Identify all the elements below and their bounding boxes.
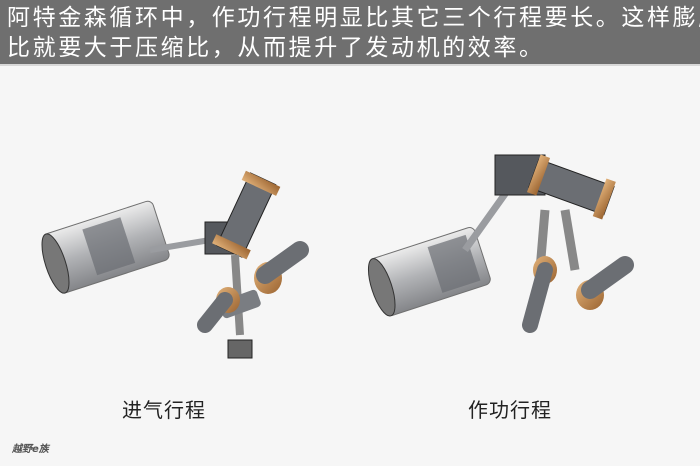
power-stroke-illustration [367, 154, 634, 333]
caption-banner: 阿特金森循环中，作功行程明显比其它三个行程要长。这样膨胀 比就要大于压缩比，从而… [0, 0, 700, 66]
power-stroke-caption: 作功行程 [468, 398, 552, 422]
cylinder-icon [41, 200, 170, 294]
intake-stroke-illustration [41, 170, 309, 359]
banner-line-2: 比就要大于压缩比，从而提升了发动机的效率。 [7, 35, 545, 61]
intake-stroke-caption: 进气行程 [122, 398, 206, 422]
banner-line-1: 阿特金森循环中，作功行程明显比其它三个行程要长。这样膨胀 [7, 5, 700, 31]
watermark: 越野e族 [12, 444, 49, 455]
